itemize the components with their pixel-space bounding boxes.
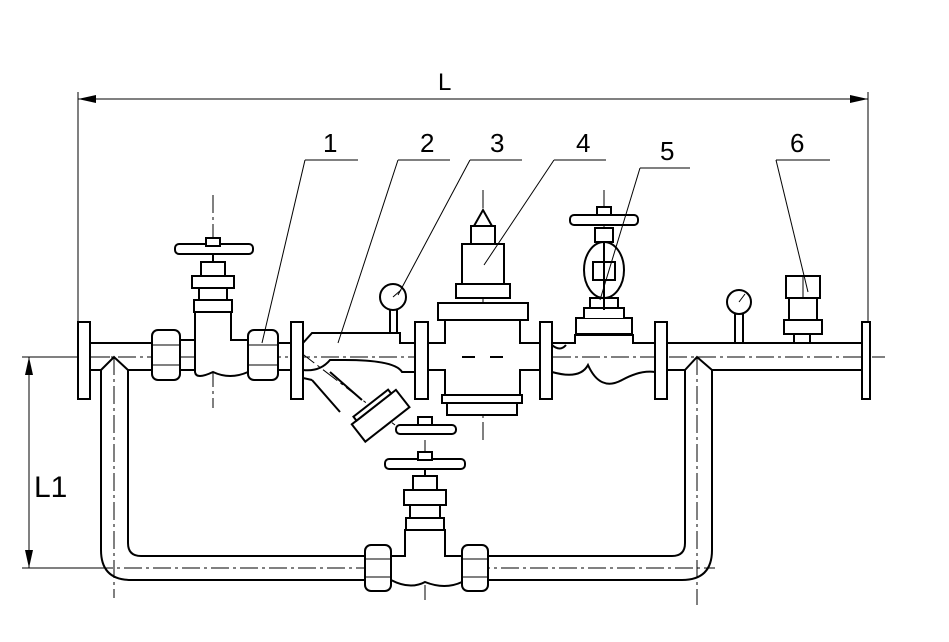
item-5-outlet-shutoff-valve bbox=[551, 206, 668, 400]
item-1-inlet-shutoff-valve bbox=[151, 237, 279, 381]
callout-5: 5 bbox=[599, 136, 690, 301]
bypass-shutoff-valve bbox=[364, 451, 489, 592]
drain-cap bbox=[395, 416, 457, 435]
dimension-L: L bbox=[77, 69, 869, 322]
callout-5-number: 5 bbox=[660, 136, 674, 166]
item-6-safety-valve bbox=[783, 275, 823, 344]
callout-4: 4 bbox=[483, 128, 606, 266]
callout-4-number: 4 bbox=[576, 128, 590, 158]
item-2-y-strainer bbox=[290, 321, 415, 444]
callout-3-number: 3 bbox=[490, 128, 504, 158]
item-4-pressure-reducing-valve bbox=[414, 207, 553, 416]
callout-3: 3 bbox=[397, 128, 522, 296]
callout-2-number: 2 bbox=[420, 128, 434, 158]
dimension-L1: L1 bbox=[22, 356, 110, 569]
outlet-pressure-gauge bbox=[726, 289, 752, 343]
callout-1-number: 1 bbox=[323, 128, 337, 158]
inlet-flange bbox=[77, 321, 91, 400]
callout-6: 6 bbox=[775, 128, 830, 293]
bypass-pipe-loop bbox=[100, 355, 713, 581]
main-pipe-left bbox=[90, 342, 152, 371]
dimension-L1-label: L1 bbox=[34, 471, 67, 504]
callout-2: 2 bbox=[337, 128, 450, 344]
dimension-L-label: L bbox=[438, 69, 451, 96]
callout-6-number: 6 bbox=[790, 128, 804, 158]
main-pipe-right bbox=[667, 342, 862, 371]
main-pipe-1-2 bbox=[278, 342, 291, 371]
item-3-pressure-gauge bbox=[379, 283, 407, 333]
outlet-flange bbox=[861, 321, 871, 400]
callout-1: 1 bbox=[261, 128, 358, 344]
